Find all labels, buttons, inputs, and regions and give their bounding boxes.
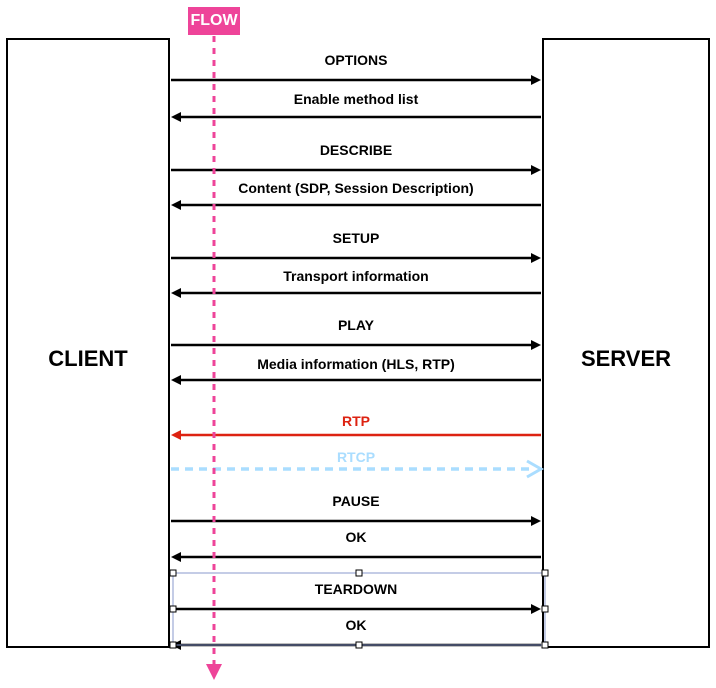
message-label: OK: [345, 529, 367, 545]
client-label: CLIENT: [48, 346, 128, 371]
flow-badge: FLOW: [188, 7, 240, 35]
resize-handle[interactable]: [541, 569, 549, 577]
resize-handle[interactable]: [541, 605, 549, 613]
message-label: OK: [345, 617, 367, 633]
resize-handle[interactable]: [169, 605, 177, 613]
message-arrow: [171, 288, 541, 298]
message-arrow: [171, 604, 541, 614]
message-label: SETUP: [332, 230, 380, 246]
resize-handle[interactable]: [355, 569, 363, 577]
server-box: SERVER: [542, 38, 710, 648]
message-arrow: [171, 375, 541, 385]
message-label: Content (SDP, Session Description): [238, 180, 474, 196]
message-arrow: [171, 253, 541, 263]
resize-handle[interactable]: [169, 569, 177, 577]
message-arrow: [171, 340, 541, 350]
message-label: TEARDOWN: [314, 581, 398, 597]
server-label: SERVER: [580, 346, 672, 371]
resize-handle[interactable]: [355, 641, 363, 649]
flow-arrowhead: [206, 664, 222, 680]
resize-handle[interactable]: [169, 641, 177, 649]
message-label: PAUSE: [332, 493, 380, 509]
message-arrow: [171, 430, 541, 440]
message-label: PLAY: [337, 317, 375, 333]
resize-handle[interactable]: [541, 641, 549, 649]
message-label: Enable method list: [293, 91, 419, 107]
message-label: RTP: [342, 413, 370, 429]
message-arrow: [171, 459, 545, 479]
message-label: DESCRIBE: [319, 142, 393, 158]
message-label: RTCP: [336, 449, 376, 465]
message-arrow: [171, 112, 541, 122]
message-arrow: [171, 75, 541, 85]
message-arrow: [171, 200, 541, 210]
message-label: OPTIONS: [324, 52, 388, 68]
message-label: Media information (HLS, RTP): [257, 356, 455, 372]
message-label: Transport information: [283, 268, 429, 284]
message-arrow: [171, 165, 541, 175]
message-arrow: [171, 552, 541, 562]
message-arrow: [171, 516, 541, 526]
client-box: CLIENT: [6, 38, 170, 648]
